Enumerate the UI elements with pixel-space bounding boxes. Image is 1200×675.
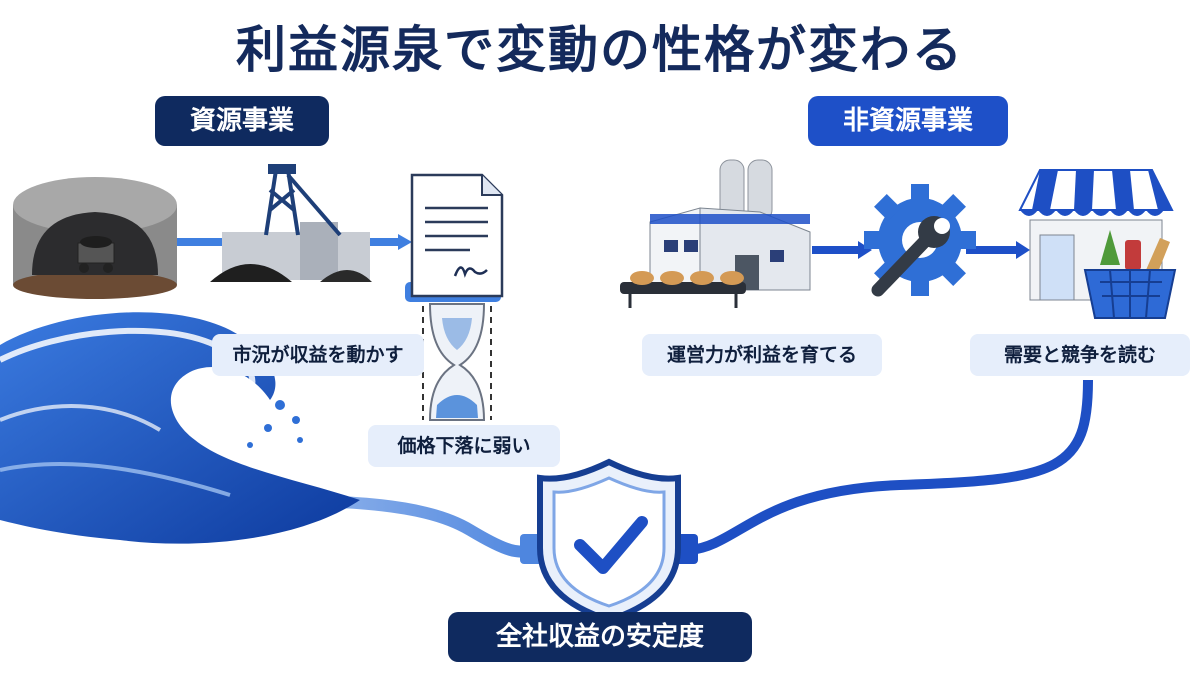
mine-icon bbox=[13, 177, 177, 299]
resource-label-price-drop: 価格下落に弱い bbox=[368, 425, 560, 467]
resource-heading: 資源事業 bbox=[155, 96, 329, 146]
non-resource-heading: 非資源事業 bbox=[808, 96, 1008, 146]
non-resource-label-operations: 運営力が利益を育てる bbox=[642, 334, 882, 376]
shield-check-icon bbox=[520, 458, 698, 624]
shopping-basket-icon bbox=[1083, 230, 1177, 319]
gear-wrench-icon bbox=[864, 184, 976, 297]
result-label: 全社収益の安定度 bbox=[448, 612, 752, 662]
factory-icon bbox=[620, 159, 811, 308]
non-resource-label-demand: 需要と競争を読む bbox=[970, 334, 1190, 376]
contract-document-icon bbox=[405, 173, 504, 302]
resource-label-market: 市況が収益を動かす bbox=[212, 334, 424, 376]
page-title: 利益源泉で変動の性格が変わる bbox=[236, 21, 964, 79]
mining-tower-icon bbox=[210, 164, 372, 282]
hourglass-icon bbox=[422, 303, 492, 421]
